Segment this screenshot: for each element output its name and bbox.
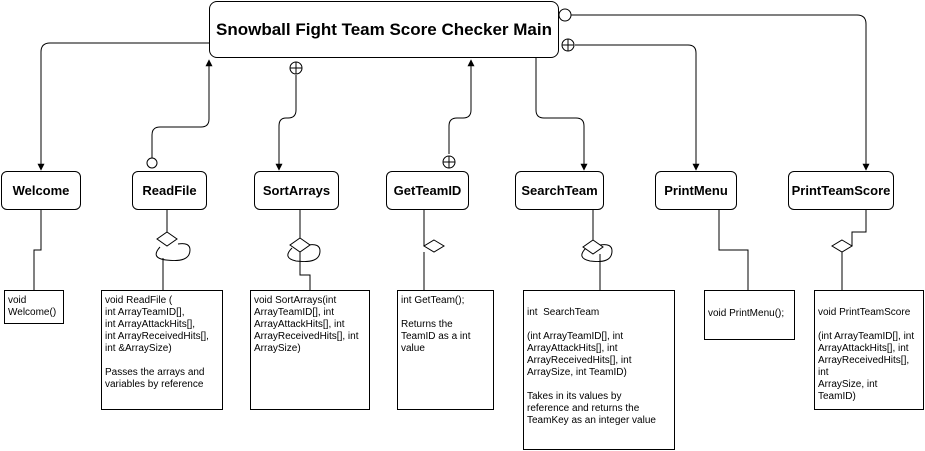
- module-box-getteamid: GetTeamID: [386, 171, 469, 210]
- connector-main-printmenu: [575, 44, 700, 171]
- self-loop-searchteam: [581, 244, 613, 262]
- diamond-readfile: [156, 231, 178, 247]
- connector-sortarrays-note: [299, 210, 311, 290]
- connector-main-printteamscore: [571, 14, 870, 171]
- connector-readfile-note: [162, 210, 168, 290]
- note-searchteam: int SearchTeam (int ArrayTeamID[], int A…: [523, 290, 675, 450]
- note-printteamscore: void PrintTeamScore (int ArrayTeamID[], …: [814, 290, 924, 410]
- diamond-sortarrays: [289, 237, 311, 253]
- module-label-printteamscore: PrintTeamScore: [791, 183, 891, 198]
- connector-main-searchteam: [535, 58, 588, 171]
- module-box-sortarrays: SortArrays: [254, 171, 339, 210]
- module-label-getteamid: GetTeamID: [393, 183, 462, 198]
- diamond-getteamid: [423, 239, 445, 253]
- main-module-title: Snowball Fight Team Score Checker Main: [216, 19, 552, 39]
- module-label-sortarrays: SortArrays: [262, 183, 331, 198]
- module-label-printmenu: PrintMenu: [664, 183, 728, 198]
- connector-endpoint-composition: [561, 38, 575, 52]
- connector-endpoint-circle: [146, 157, 158, 169]
- module-box-printteamscore: PrintTeamScore: [788, 171, 894, 210]
- connector-endpoint-circle: [558, 8, 572, 22]
- module-label-readfile: ReadFile: [142, 183, 197, 198]
- module-box-readfile: ReadFile: [132, 171, 207, 210]
- self-loop-readfile: [155, 243, 191, 261]
- module-label-welcome: Welcome: [12, 183, 70, 198]
- module-label-searchteam: SearchTeam: [521, 183, 598, 198]
- connector-main-sortarrays: [275, 75, 297, 171]
- module-box-searchteam: SearchTeam: [515, 171, 604, 210]
- connector-main-welcome: [37, 42, 209, 171]
- connector-getteamid-main: [448, 59, 475, 154]
- connector-endpoint-composition: [442, 155, 456, 169]
- connector-printmenu-note: [718, 210, 749, 290]
- diamond-searchteam: [582, 239, 604, 255]
- connector-searchteam-note: [592, 210, 601, 290]
- note-getteamid: int GetTeam(); Returns the TeamID as a i…: [397, 290, 494, 410]
- connector-endpoint-composition: [289, 61, 303, 75]
- connector-readfile-main: [151, 59, 213, 158]
- self-loop-sortarrays: [287, 244, 321, 262]
- connector-printteamscore-note: [841, 210, 867, 290]
- main-module-box: Snowball Fight Team Score Checker Main: [209, 1, 559, 58]
- module-box-welcome: Welcome: [1, 171, 81, 210]
- note-readfile: void ReadFile ( int ArrayTeamID[], int A…: [101, 290, 223, 410]
- note-welcome: void Welcome(): [4, 290, 64, 324]
- module-box-printmenu: PrintMenu: [655, 171, 737, 210]
- connector-welcome-note: [33, 210, 42, 290]
- diamond-printteamscore: [831, 239, 853, 253]
- note-printmenu: void PrintMenu();: [704, 290, 795, 340]
- note-sortarrays: void SortArrays(int ArrayTeamID[], int A…: [250, 290, 370, 410]
